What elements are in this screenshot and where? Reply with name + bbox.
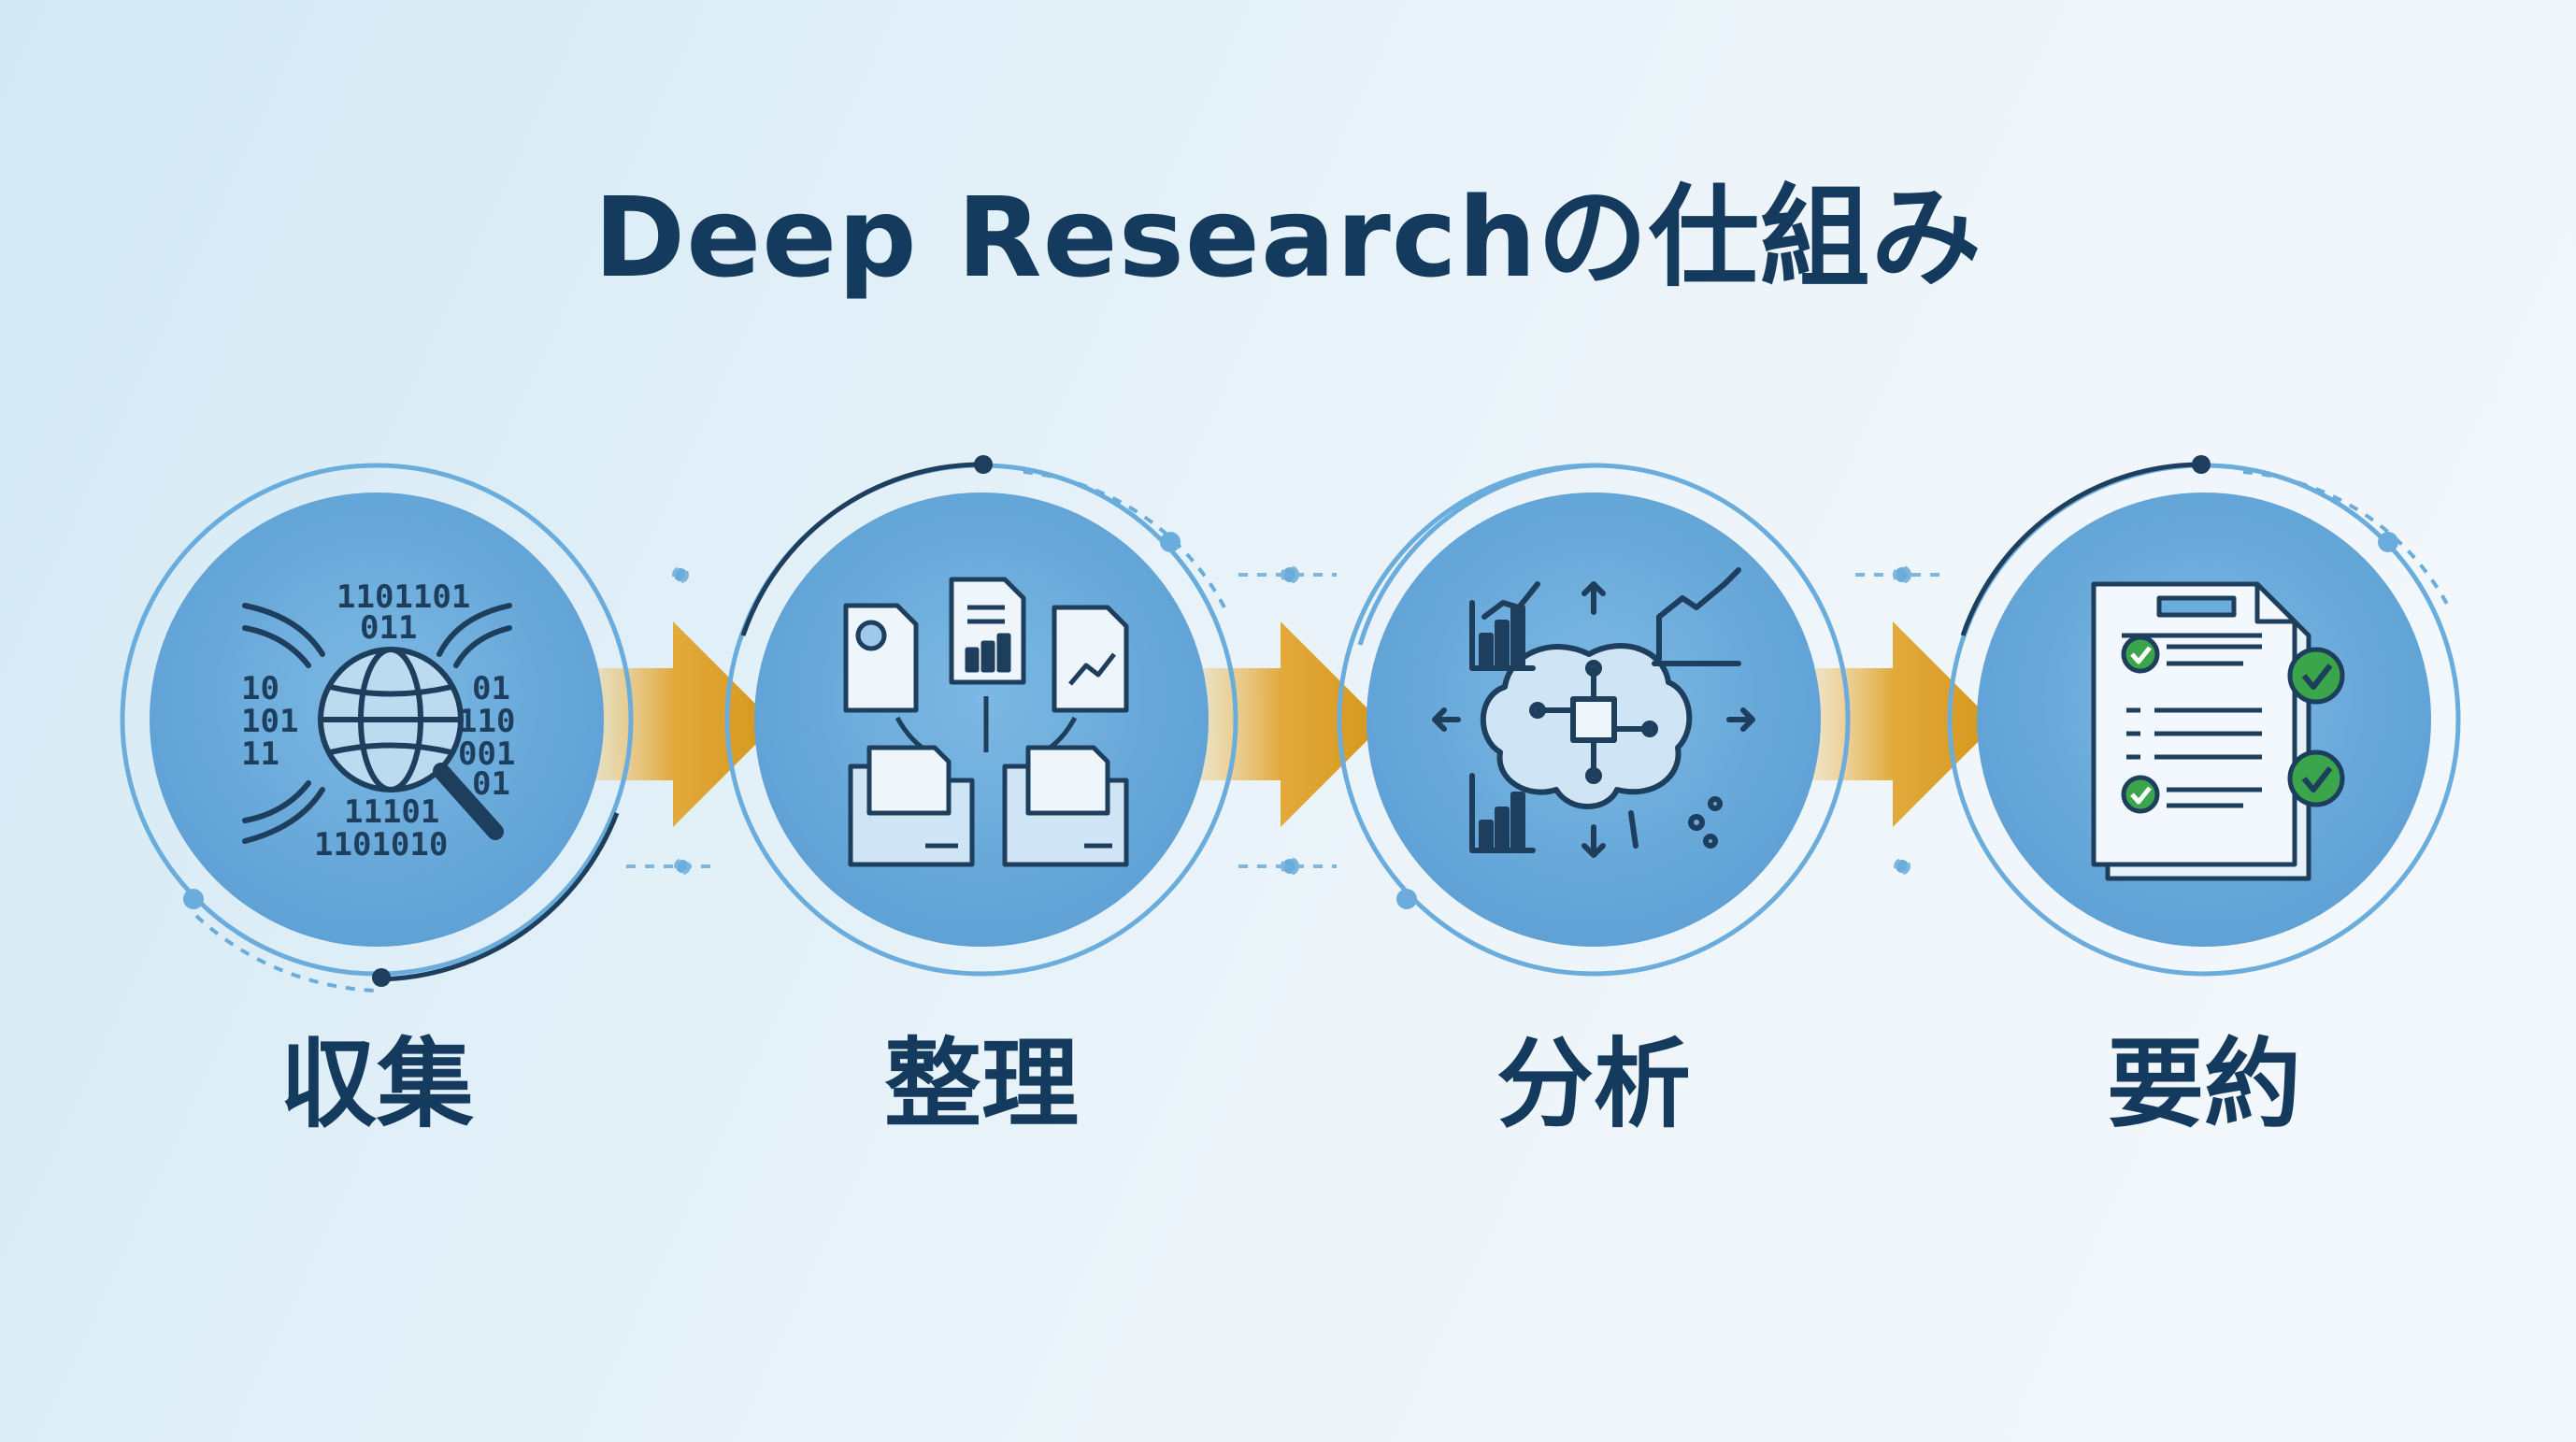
svg-text:11101: 11101 xyxy=(344,793,439,831)
step-label-analyze: 分析 xyxy=(1496,1027,1691,1141)
svg-text:11: 11 xyxy=(241,735,279,773)
step-circle-4 xyxy=(1947,455,2461,977)
svg-text:011: 011 xyxy=(360,609,417,647)
step-circle-3 xyxy=(1337,463,1851,977)
step-label-organize: 整理 xyxy=(883,1027,1079,1141)
svg-text:01: 01 xyxy=(472,670,510,707)
arrow-2 xyxy=(1196,621,1383,827)
svg-text:1101010: 1101010 xyxy=(314,826,448,864)
svg-text:01: 01 xyxy=(472,765,510,803)
svg-text:110: 110 xyxy=(458,703,515,740)
step-circle-2 xyxy=(724,455,1238,977)
arrow-3 xyxy=(1809,621,1996,827)
report-checklist-icon xyxy=(2091,581,2345,881)
connector-dots xyxy=(626,565,1949,876)
svg-text:1101101: 1101101 xyxy=(336,578,470,616)
svg-text:10: 10 xyxy=(241,670,279,707)
step-label-summarize: 要約 xyxy=(2106,1027,2301,1141)
arrow-1 xyxy=(589,621,776,827)
brain-chip-icon xyxy=(1432,567,1755,858)
page-title: Deep Researchの仕組み xyxy=(594,173,1982,302)
svg-text:101: 101 xyxy=(241,703,298,740)
svg-text:001: 001 xyxy=(458,735,515,773)
globe-search-icon xyxy=(242,603,512,844)
step-label-collect: 収集 xyxy=(279,1027,474,1141)
documents-to-folders-icon xyxy=(843,577,1129,867)
